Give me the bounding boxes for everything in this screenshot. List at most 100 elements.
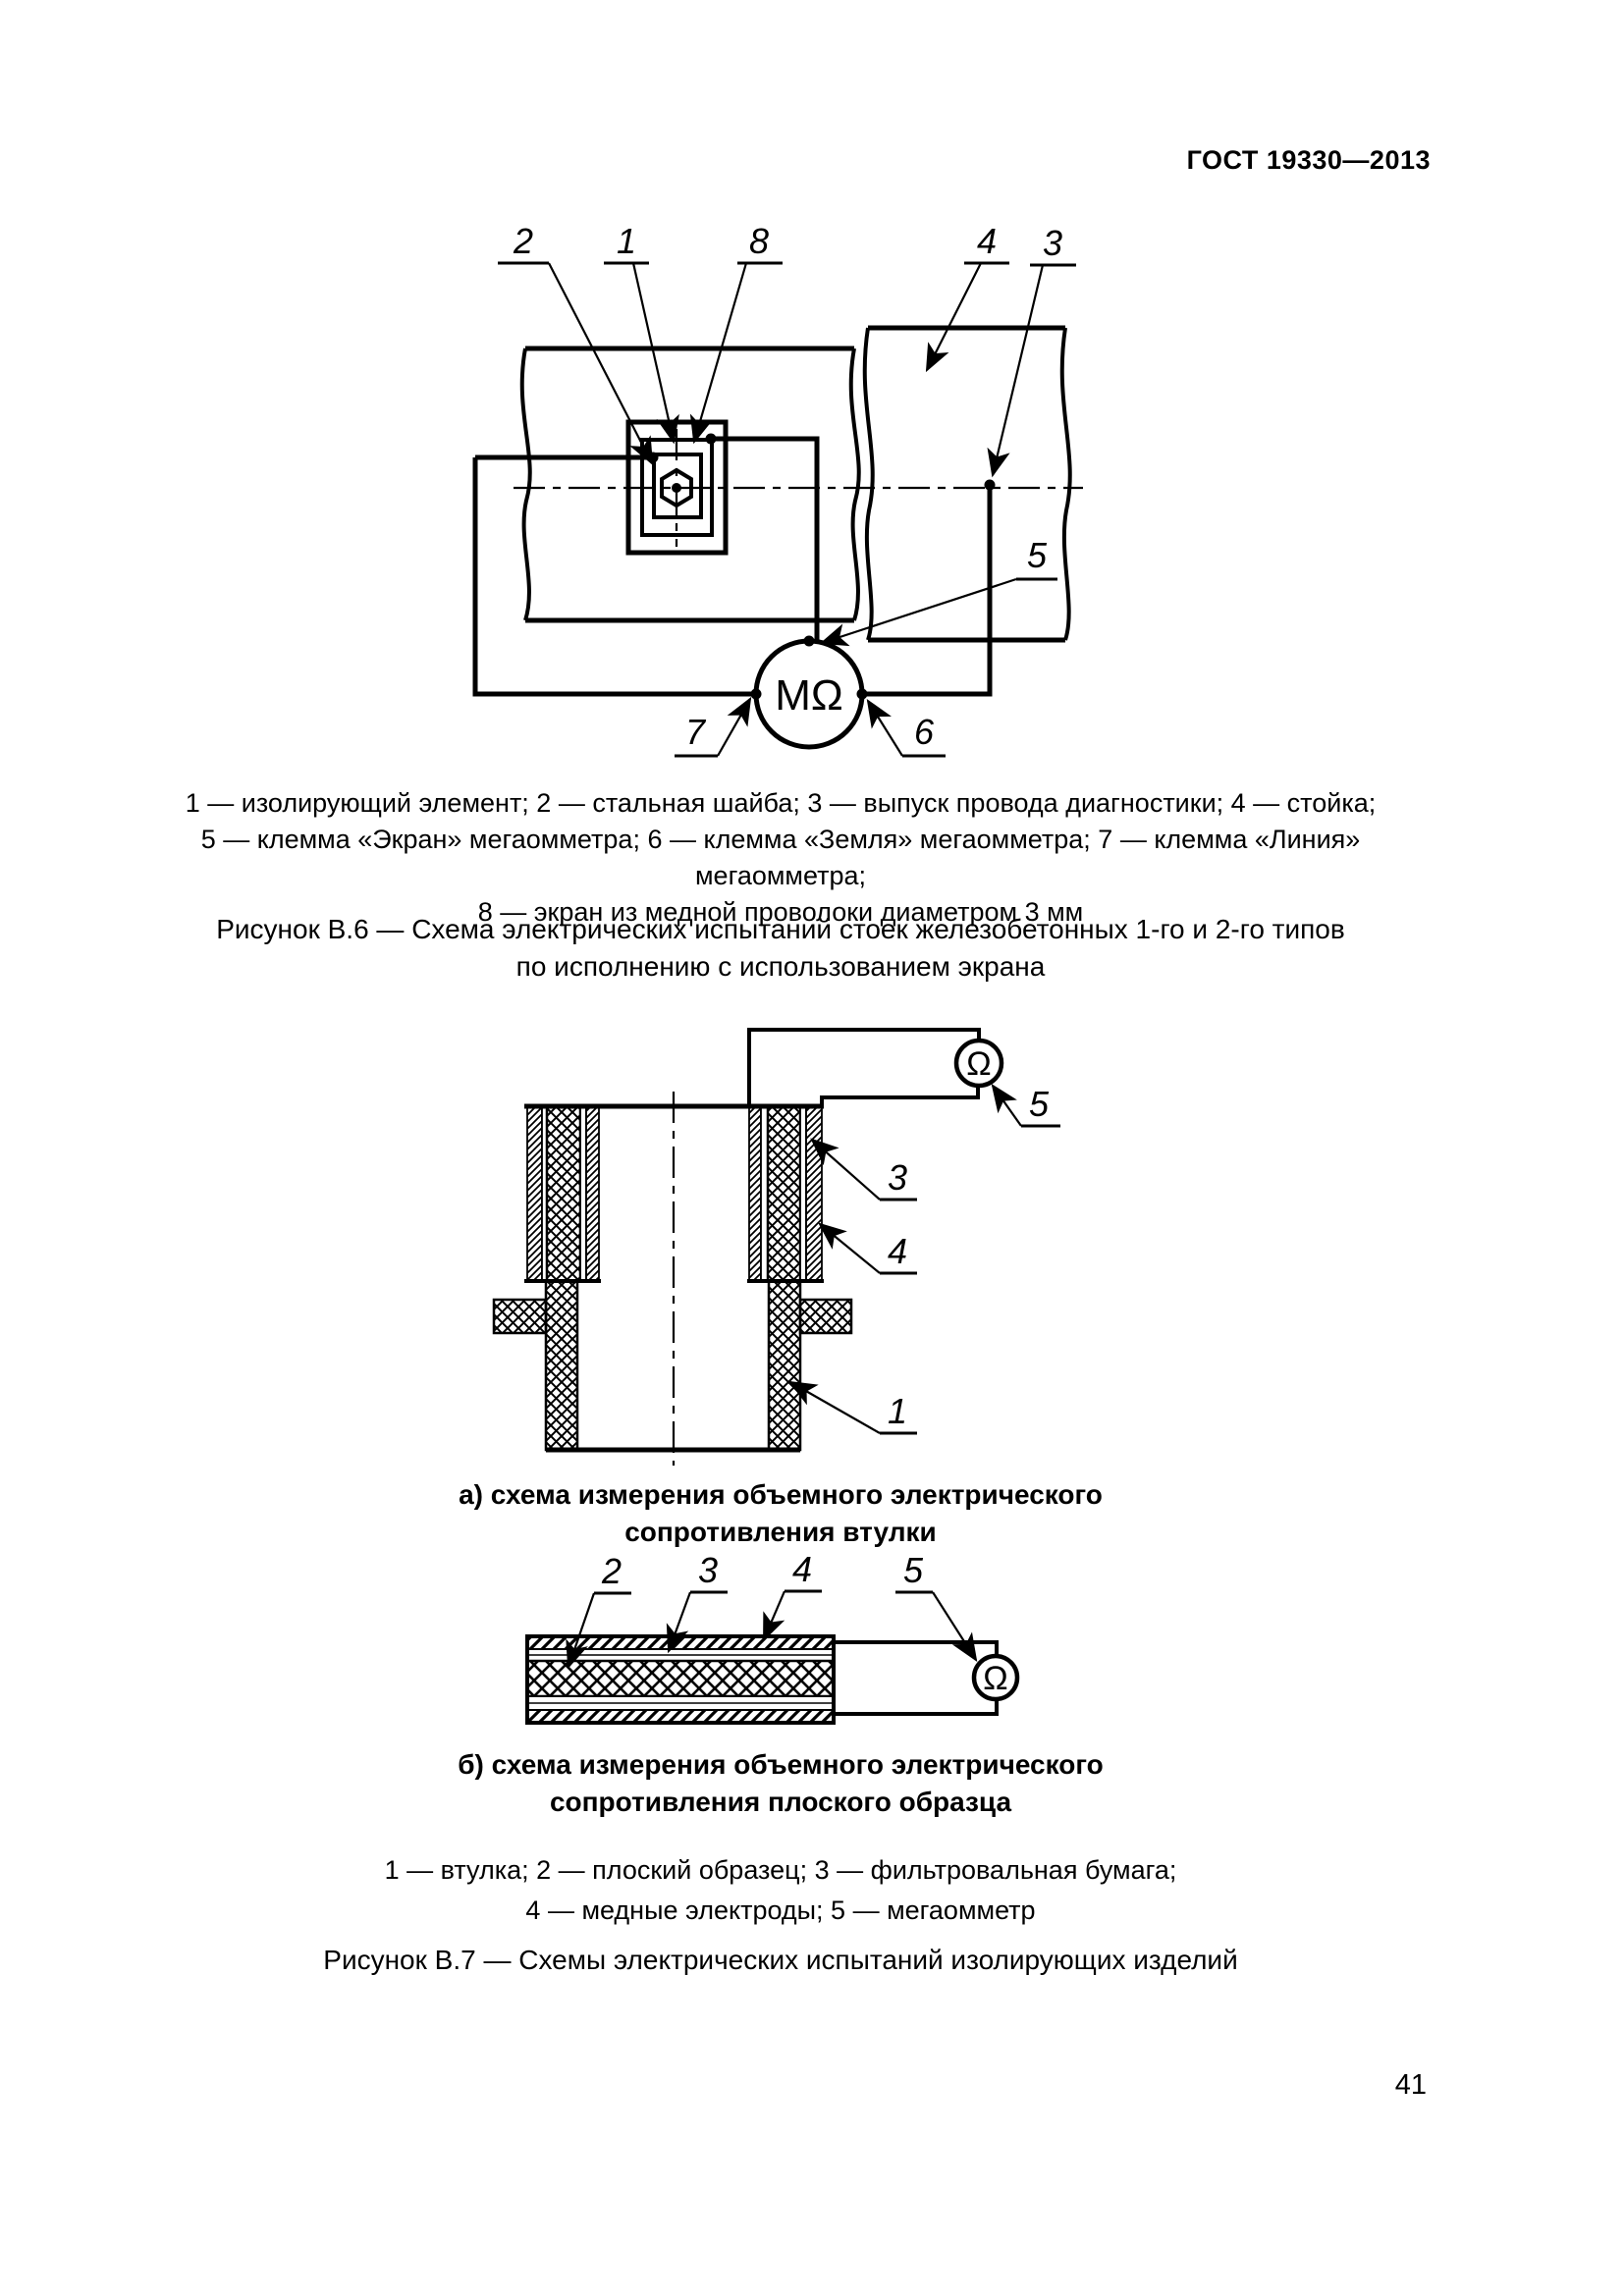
callout-4: 4 — [888, 1231, 907, 1271]
screen-terminal-wire — [711, 436, 820, 640]
figure-b6-callouts: 2 1 8 4 3 5 7 6 — [498, 221, 1076, 758]
callout-5-leader — [932, 1591, 978, 1663]
line-terminal-wire — [472, 457, 754, 697]
top-electrode-wire — [834, 1640, 999, 1655]
callout-3-leader — [810, 1138, 881, 1201]
callout-3-leader — [987, 264, 1045, 478]
meter-wires — [834, 1640, 999, 1716]
line-terminal-dot — [750, 688, 762, 700]
ohmmeter: Ω — [971, 1653, 1020, 1702]
callout-3-leader — [666, 1591, 692, 1654]
post-left-section — [519, 346, 861, 623]
callout-7: 7 — [685, 712, 707, 752]
figure-b7b-diagram: Ω 2 3 4 5 — [525, 1551, 1020, 1725]
figure-b7-caption: Рисунок В.7 — Схемы электрических испыта… — [137, 1942, 1424, 1979]
callout-3: 3 — [698, 1551, 718, 1590]
callout-2-leader — [548, 262, 654, 466]
callout-4: 4 — [792, 1551, 812, 1589]
bushing-flange — [492, 1298, 548, 1335]
bushing-flange — [798, 1298, 853, 1335]
bottom-electrode-wire — [834, 1700, 999, 1716]
meter-wires — [747, 1028, 981, 1106]
screen-connection-dot — [705, 433, 717, 445]
bushing-upper-right-wall — [748, 1104, 823, 1283]
outer-copper-electrode — [805, 1105, 823, 1282]
callout-8-leader — [689, 262, 748, 445]
diagnostic-lead-dot — [984, 479, 996, 491]
ohmmeter-label: Ω — [983, 1660, 1007, 1697]
caption-line: б) схема измерения объемного электрическ… — [458, 1749, 1104, 1780]
ohmmeter: Ω — [953, 1038, 1004, 1089]
callout-5: 5 — [1027, 535, 1048, 575]
legend-line: 1 — втулка; 2 — плоский образец; 3 — фил… — [384, 1855, 1177, 1885]
legend-line: 4 — медные электроды; 5 — мегаомметр — [525, 1896, 1036, 1925]
outer-electrode-wire — [820, 1087, 980, 1106]
bolt-center-dot — [672, 483, 681, 493]
callout-6: 6 — [914, 712, 935, 752]
caption-line: Рисунок В.6 — Схема электрических испыта… — [216, 914, 1345, 944]
caption-line: сопротивления втулки — [624, 1517, 937, 1547]
callout-4-leader — [818, 1222, 881, 1274]
caption-line: Рисунок В.7 — Схемы электрических испыта… — [323, 1945, 1238, 1975]
callout-7-leader — [717, 696, 752, 757]
flat-sample-stack — [525, 1634, 836, 1725]
post-right-break-line — [862, 327, 875, 641]
callout-5-leader — [819, 577, 1017, 647]
figure-b7b-callouts: 2 3 4 5 — [566, 1551, 978, 1670]
filter-paper-layer — [799, 1105, 807, 1282]
figure-b6-legend: 1 — изолирующий элемент; 2 — стальная ша… — [137, 785, 1424, 931]
callout-2: 2 — [513, 221, 533, 261]
earth-terminal-dot — [856, 688, 868, 700]
megohmmeter: МΩ — [750, 635, 868, 750]
callout-4-leader — [762, 1590, 786, 1642]
callout-1: 1 — [617, 221, 636, 261]
callout-3: 3 — [1043, 223, 1062, 263]
callout-8: 8 — [749, 221, 769, 261]
page-number: 41 — [1394, 2069, 1427, 2101]
callout-5-leader — [991, 1084, 1022, 1127]
callout-2-leader — [566, 1592, 596, 1670]
callout-5: 5 — [1029, 1084, 1050, 1124]
test-circuit-wires — [472, 436, 993, 697]
callout-1-leader — [787, 1380, 881, 1434]
figure-b7-legend: 1 — втулка; 2 — плоский образец; 3 — фил… — [137, 1850, 1424, 1931]
bushing-lower-wall — [767, 1279, 802, 1452]
screen-inner-turn — [652, 453, 703, 519]
filter-paper-layer — [579, 1105, 587, 1282]
bushing-upper-left-wall — [526, 1104, 600, 1283]
earth-terminal-wire — [864, 485, 993, 697]
caption-line: по исполнению с использованием экрана — [515, 951, 1046, 982]
callout-4: 4 — [977, 221, 997, 261]
callout-3: 3 — [888, 1157, 907, 1198]
figure-b6-diagram: МΩ 2 1 8 4 3 5 7 — [472, 221, 1083, 758]
bushing-wall — [545, 1104, 582, 1283]
bushing-wall — [766, 1104, 802, 1283]
inner-copper-electrode — [748, 1105, 762, 1282]
ohmmeter-label: Ω — [966, 1045, 991, 1083]
figure-b6-caption: Рисунок В.6 — Схема электрических испыта… — [137, 911, 1424, 986]
flat-sample — [525, 1659, 836, 1698]
post-right-break-line — [1059, 327, 1072, 641]
caption-line: а) схема измерения объемного электрическ… — [459, 1479, 1103, 1510]
figure-b7b-caption: б) схема измерения объемного электрическ… — [137, 1746, 1424, 1821]
callout-5: 5 — [903, 1551, 924, 1590]
callout-2: 2 — [601, 1551, 622, 1591]
megohmmeter-label: МΩ — [775, 671, 843, 720]
insulating-element-bolt — [660, 467, 693, 508]
ohmmeter-body — [971, 1653, 1020, 1702]
callout-1: 1 — [888, 1391, 907, 1431]
figure-b7a-callouts: 5 3 4 1 — [787, 1084, 1060, 1435]
bushing-lower-wall — [544, 1279, 579, 1452]
legend-line: 5 — клемма «Экран» мегаомметра; 6 — клем… — [200, 825, 1361, 890]
inner-copper-electrode — [585, 1105, 600, 1282]
caption-line: сопротивления плоского образца — [549, 1787, 1012, 1817]
figure-b7a-diagram: Ω 5 3 4 1 — [492, 1028, 1060, 1466]
ohmmeter-body — [953, 1038, 1004, 1089]
figure-b7a-caption: а) схема измерения объемного электрическ… — [137, 1476, 1424, 1551]
callout-1-leader — [631, 262, 679, 445]
axis-centerlines — [514, 429, 1083, 547]
callout-6-leader — [866, 698, 903, 757]
screen-terminal-dot — [803, 635, 815, 647]
bolt-hexagon — [660, 467, 693, 508]
